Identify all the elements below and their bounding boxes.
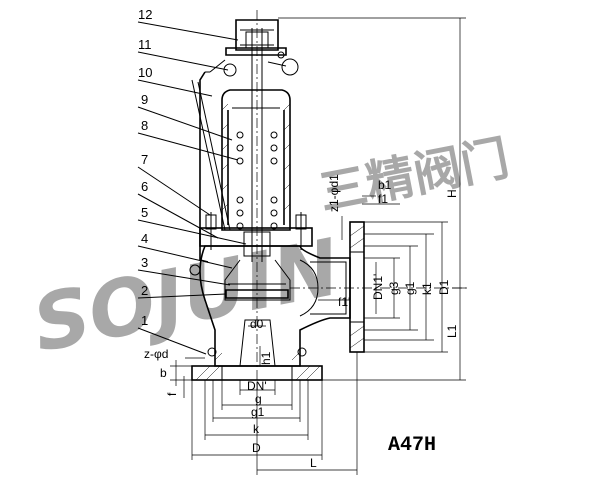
part-number-12: 12 bbox=[138, 7, 152, 22]
bottom-dimensions: d0 h1 DN' g g1 k D L bbox=[191, 317, 358, 475]
model-label: A47H bbox=[388, 434, 436, 457]
part-number-2: 2 bbox=[141, 283, 148, 298]
part-number-7: 7 bbox=[141, 152, 148, 167]
dim-h1: h1 bbox=[259, 351, 273, 365]
inlet-flange bbox=[191, 365, 323, 381]
dim-k1: k1 bbox=[420, 282, 434, 295]
dim-f1: f1 bbox=[378, 192, 388, 206]
part-number-11: 11 bbox=[138, 37, 152, 52]
dim-dn1-prime: DN1' bbox=[371, 274, 385, 300]
part-number-1: 1 bbox=[141, 313, 148, 328]
spring-housing bbox=[221, 89, 291, 231]
part-number-8: 8 bbox=[141, 118, 148, 133]
part-number-6: 6 bbox=[141, 179, 148, 194]
dim-g: g bbox=[255, 392, 262, 406]
part-leaders bbox=[137, 21, 247, 355]
left-dimensions: z-φd b f bbox=[144, 347, 205, 398]
right-dimensions: z1-φd1 b1 f1 f1' DN1' g3 g1 k1 D1 H L1 bbox=[278, 17, 466, 381]
part-number-5: 5 bbox=[141, 205, 148, 220]
dim-z-d: z-φd bbox=[144, 347, 168, 361]
watermark-cn: 三精阀门 bbox=[314, 130, 513, 222]
dim-d0: d0 bbox=[250, 317, 264, 331]
dim-L1: L1 bbox=[445, 324, 459, 338]
dim-k: k bbox=[253, 422, 260, 436]
dim-g1-right: g1 bbox=[403, 281, 417, 295]
dim-z1-d1: z1-φd1 bbox=[327, 174, 341, 212]
part-number-4: 4 bbox=[141, 231, 148, 246]
valve-spindle bbox=[245, 28, 269, 262]
dim-b: b bbox=[160, 366, 167, 380]
centerlines bbox=[256, 10, 470, 395]
dim-f: f bbox=[165, 392, 179, 396]
part-number-list: 12 11 10 9 8 7 6 5 4 3 2 1 bbox=[138, 7, 152, 328]
dim-D1: D1 bbox=[437, 279, 451, 295]
dim-g1: g1 bbox=[251, 405, 265, 419]
dim-L: L bbox=[310, 456, 317, 470]
part-number-10: 10 bbox=[138, 65, 152, 80]
spring-coils bbox=[236, 131, 278, 230]
part-number-3: 3 bbox=[141, 255, 148, 270]
dim-H: H bbox=[445, 189, 459, 198]
dim-b1: b1 bbox=[378, 178, 392, 192]
dim-f1-prime: f1' bbox=[338, 295, 350, 309]
watermark-brand: SOJUIN bbox=[26, 223, 347, 370]
valve-cap bbox=[225, 19, 287, 56]
dim-dn-prime: DN' bbox=[247, 379, 267, 393]
part-number-9: 9 bbox=[141, 92, 148, 107]
outlet-flange bbox=[349, 221, 365, 353]
dim-D: D bbox=[252, 441, 261, 455]
dim-g3: g3 bbox=[387, 281, 401, 295]
